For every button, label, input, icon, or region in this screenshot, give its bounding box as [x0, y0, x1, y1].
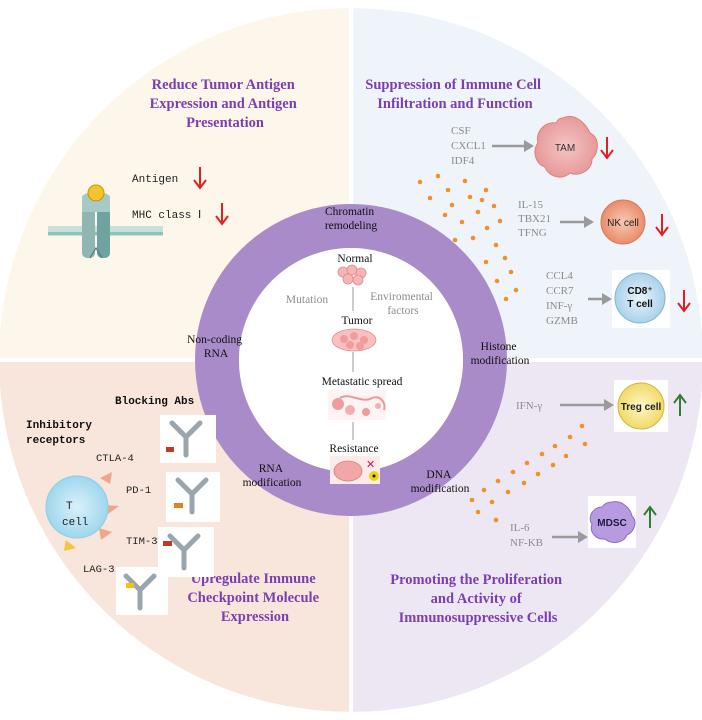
inhibitory-receptors-label: Inhibitory receptors — [26, 420, 99, 447]
rna-modification-label: RNA modification — [243, 463, 302, 489]
pd1-label: PD-1 — [126, 485, 151, 497]
nk-factors: IL-15 TBX21 TFNG — [518, 199, 551, 239]
environmental-factors-label: Enviromental factors — [370, 291, 435, 317]
antibody-ctla4-icon — [160, 415, 216, 463]
mhc-receptor-illustration — [48, 184, 163, 259]
checkpoint-title: Upregulate Immune Checkpoint Molecule Ex… — [187, 571, 322, 625]
epigenetic-ring — [195, 204, 507, 516]
tam-factors: CSF CXCL1 IDF4 — [451, 125, 486, 167]
mhc-label: MHC class Ⅰ — [132, 210, 201, 222]
factor-infg: INF-γ — [546, 300, 572, 312]
tam-down-arrow-icon — [600, 137, 614, 160]
x-mark-icon: ✕ — [366, 459, 375, 471]
non-coding-rna-label: Non-coding RNA — [187, 334, 245, 360]
cd8-label-line2: T cell — [627, 299, 653, 310]
cd8-label-line1: CD8⁺ — [627, 286, 652, 297]
antigen-label: Antigen — [132, 174, 178, 186]
ctla4-label: CTLA-4 — [96, 453, 134, 465]
normal-cells-icon — [337, 264, 367, 286]
factor-tfng: TFNG — [518, 227, 547, 239]
proliferation-title: Promoting the Proliferation and Activity… — [390, 572, 565, 626]
resistance-icon: ✕ — [330, 456, 380, 484]
factor-nfkb: NF-KB — [510, 537, 543, 549]
dna-modification-label: DNA modification — [411, 469, 470, 495]
cytokine-dots-lower — [469, 423, 588, 523]
treg-label: Treg cell — [621, 402, 662, 413]
tim3-label: TIM-3 — [126, 536, 158, 548]
tumor-label: Tumor — [342, 315, 373, 327]
cd8-arrow-icon — [588, 293, 612, 305]
mdsc-arrow-icon — [552, 531, 588, 543]
factor-csf: CSF — [451, 125, 471, 137]
cd8-down-arrow-icon — [677, 290, 691, 313]
t-cell-icon: T cell — [45, 472, 119, 551]
lag3-label: LAG-3 — [83, 564, 115, 576]
factor-il6: IL-6 — [510, 522, 530, 534]
mdsc-factors: IL-6 NF-KB — [510, 522, 543, 549]
tam-label: TAM — [555, 143, 575, 154]
tam-arrow-icon — [492, 140, 534, 152]
chromatin-remodeling-label: Chromatin remodeling — [325, 206, 378, 232]
factor-il15: IL-15 — [518, 199, 544, 211]
antigen-down-arrow-icon — [193, 167, 207, 190]
factor-idf4: IDF4 — [451, 155, 475, 167]
mhc-chain-right — [97, 208, 110, 258]
treg-cell-icon: Treg cell — [614, 380, 668, 432]
tumor-cells-icon — [331, 328, 377, 352]
factor-ifng: IFN-γ — [516, 400, 542, 412]
reduce-title: Reduce Tumor Antigen Expression and Anti… — [150, 77, 301, 131]
nk-down-arrow-icon — [655, 214, 669, 237]
nk-cell-icon: NK cell — [600, 199, 646, 245]
factor-gzmb: GZMB — [546, 315, 578, 327]
metastatic-label: Metastatic spread — [322, 376, 403, 388]
t-cell-label-line2: cell — [62, 517, 88, 529]
cytokine-dots-upper — [417, 173, 519, 302]
mhc-down-arrow-icon — [215, 203, 229, 226]
cd8-cell-icon: CD8⁺ T cell — [612, 270, 670, 328]
treg-arrow-icon — [560, 399, 614, 411]
mhc-chain-left — [82, 208, 95, 258]
mutation-label: Mutation — [286, 294, 328, 306]
mdsc-up-arrow-icon — [643, 505, 657, 528]
t-cell-label-line1: T — [66, 501, 73, 513]
factor-ccl4: CCL4 — [546, 270, 573, 282]
antibody-lag3-icon — [116, 567, 168, 615]
tam-cell-icon: TAM — [534, 116, 598, 178]
resistance-label: Resistance — [329, 443, 378, 455]
nk-arrow-icon — [560, 216, 594, 228]
ring-center — [239, 248, 463, 472]
factor-tbx21: TBX21 — [518, 213, 551, 225]
treg-up-arrow-icon — [673, 393, 687, 416]
histone-modification-label: Histone modification — [471, 341, 530, 367]
antibody-pd1-icon — [166, 472, 220, 522]
cd8-factors: CCL4 CCR7 INF-γ GZMB — [546, 270, 578, 327]
factor-cxcl1: CXCL1 — [451, 140, 486, 152]
mhc-tail — [89, 246, 103, 259]
factor-ccr7: CCR7 — [546, 285, 574, 297]
antigen-peptide-icon — [87, 184, 105, 202]
blocking-abs-label: Blocking Abs — [115, 396, 194, 408]
mdsc-cell-icon: MDSC — [588, 496, 636, 548]
metastasis-icon — [328, 390, 386, 420]
mdsc-label: MDSC — [597, 518, 626, 529]
nk-label: NK cell — [607, 218, 639, 229]
normal-label: Normal — [337, 253, 372, 265]
suppress-title: Suppression of Immune Cell Infiltration … — [365, 77, 544, 112]
